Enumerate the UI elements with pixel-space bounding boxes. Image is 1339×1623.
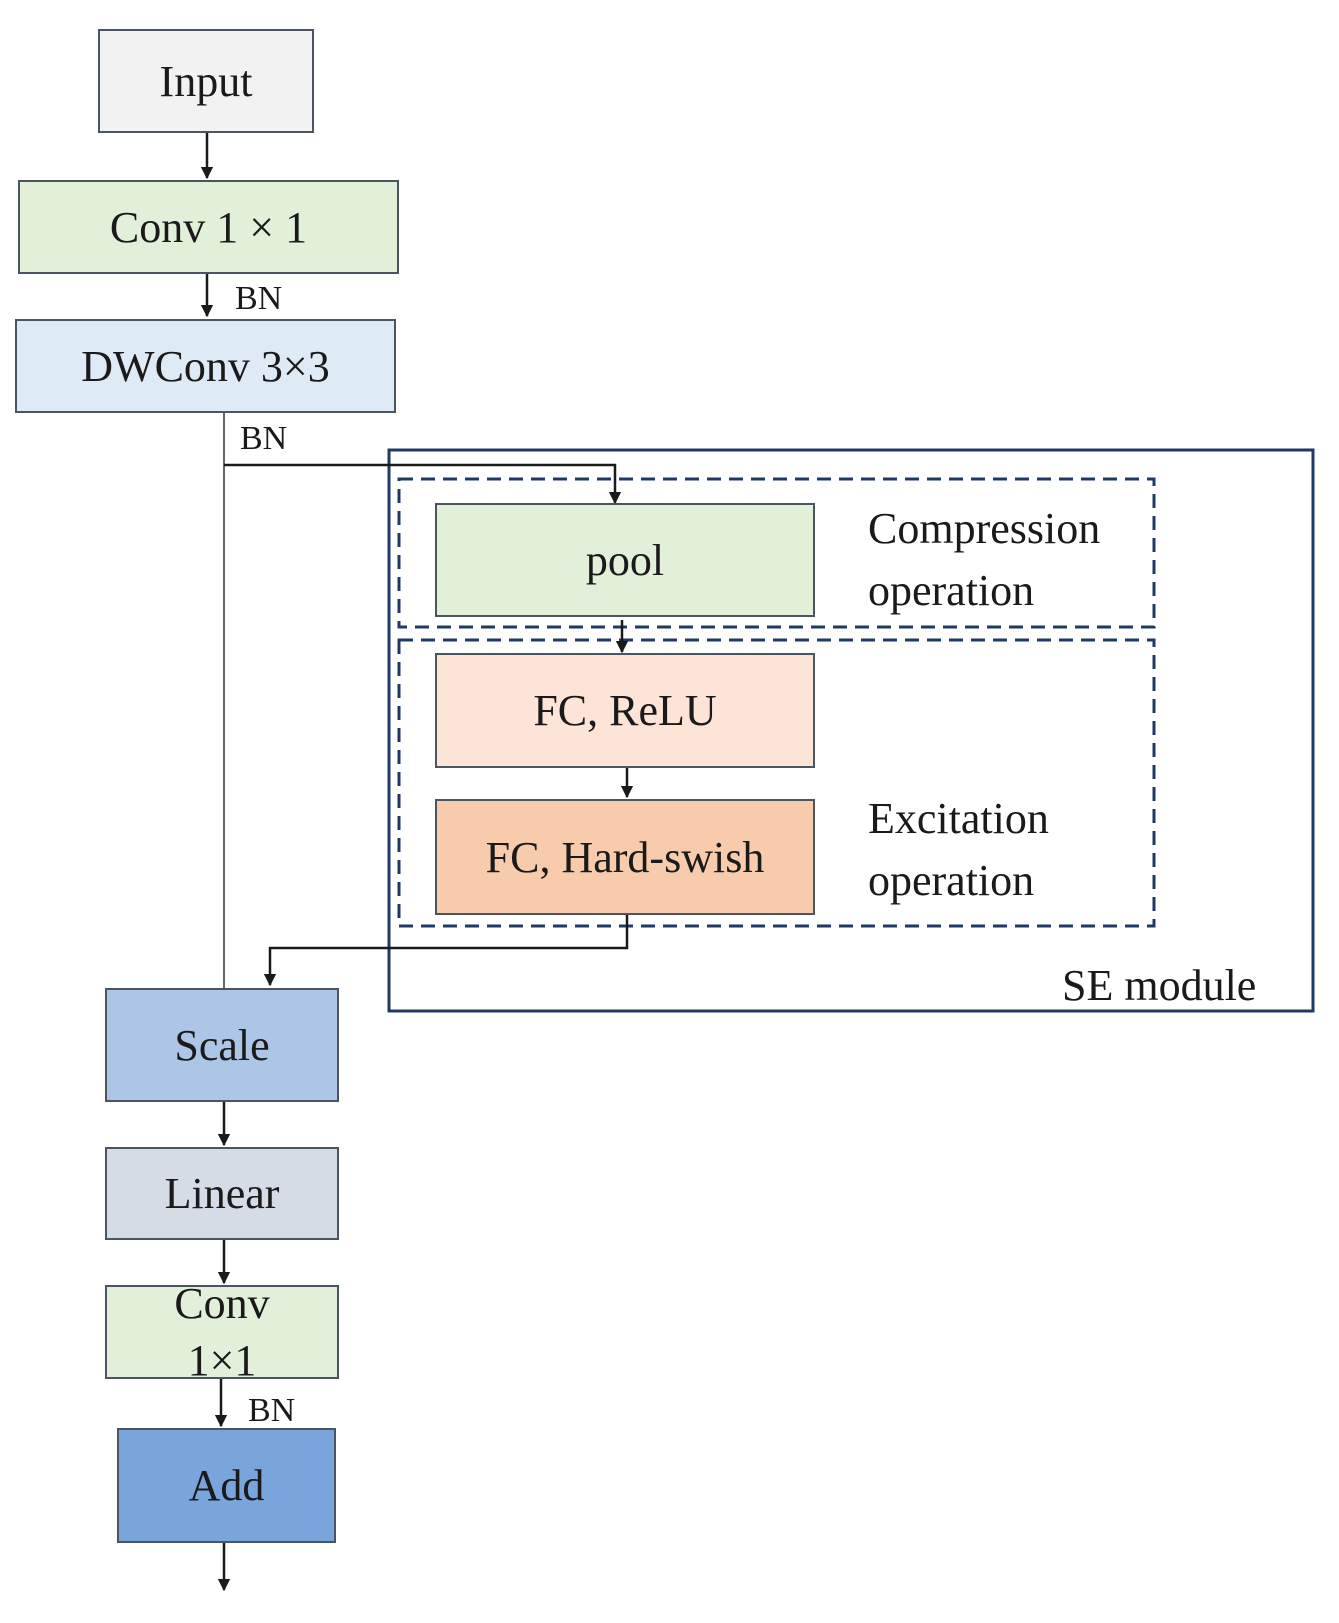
excitation-operation-label: Excitation operation	[868, 794, 1049, 906]
fc-relu-label: FC, ReLU	[533, 686, 717, 735]
fc-relu-block: FC, ReLU	[435, 653, 815, 768]
fc-hswish-block: FC, Hard-swish	[435, 799, 815, 915]
fc-hswish-label: FC, Hard-swish	[485, 832, 765, 882]
dwconv-label: DWConv 3×3	[81, 341, 330, 391]
bn-label-3: BN	[248, 1392, 296, 1429]
se-module-frame	[387, 448, 1315, 1013]
scale-block: Scale	[105, 988, 339, 1102]
conv1x1-second-label: Conv 1×1	[174, 1278, 270, 1385]
conv1x1-label: Conv 1 × 1	[109, 202, 308, 252]
input-label: Input	[159, 56, 253, 106]
bn-label-1: BN	[235, 280, 283, 317]
pool-label: pool	[585, 535, 665, 585]
bn-label-2: BN	[240, 420, 288, 457]
dwconv-block: DWConv 3×3	[15, 319, 396, 413]
scale-label: Scale	[174, 1020, 270, 1070]
conv1x1-second-block: Conv 1×1	[105, 1279, 339, 1385]
pool-block: pool	[435, 503, 815, 617]
compression-operation-label: Compression operation	[868, 504, 1101, 616]
se-module-label: SE module	[1062, 961, 1257, 1010]
add-block: Add	[117, 1428, 336, 1543]
arrow-to-pool	[224, 463, 622, 505]
input-block: Input	[98, 29, 314, 133]
arrow-fc-hswish-scale	[263, 915, 629, 987]
conv1x1-block: Conv 1 × 1	[18, 180, 399, 274]
linear-block: Linear	[105, 1147, 339, 1240]
linear-label: Linear	[164, 1169, 280, 1218]
excitation-group-frame	[397, 638, 1156, 928]
add-label: Add	[188, 1461, 265, 1510]
compression-group-frame	[397, 477, 1156, 629]
